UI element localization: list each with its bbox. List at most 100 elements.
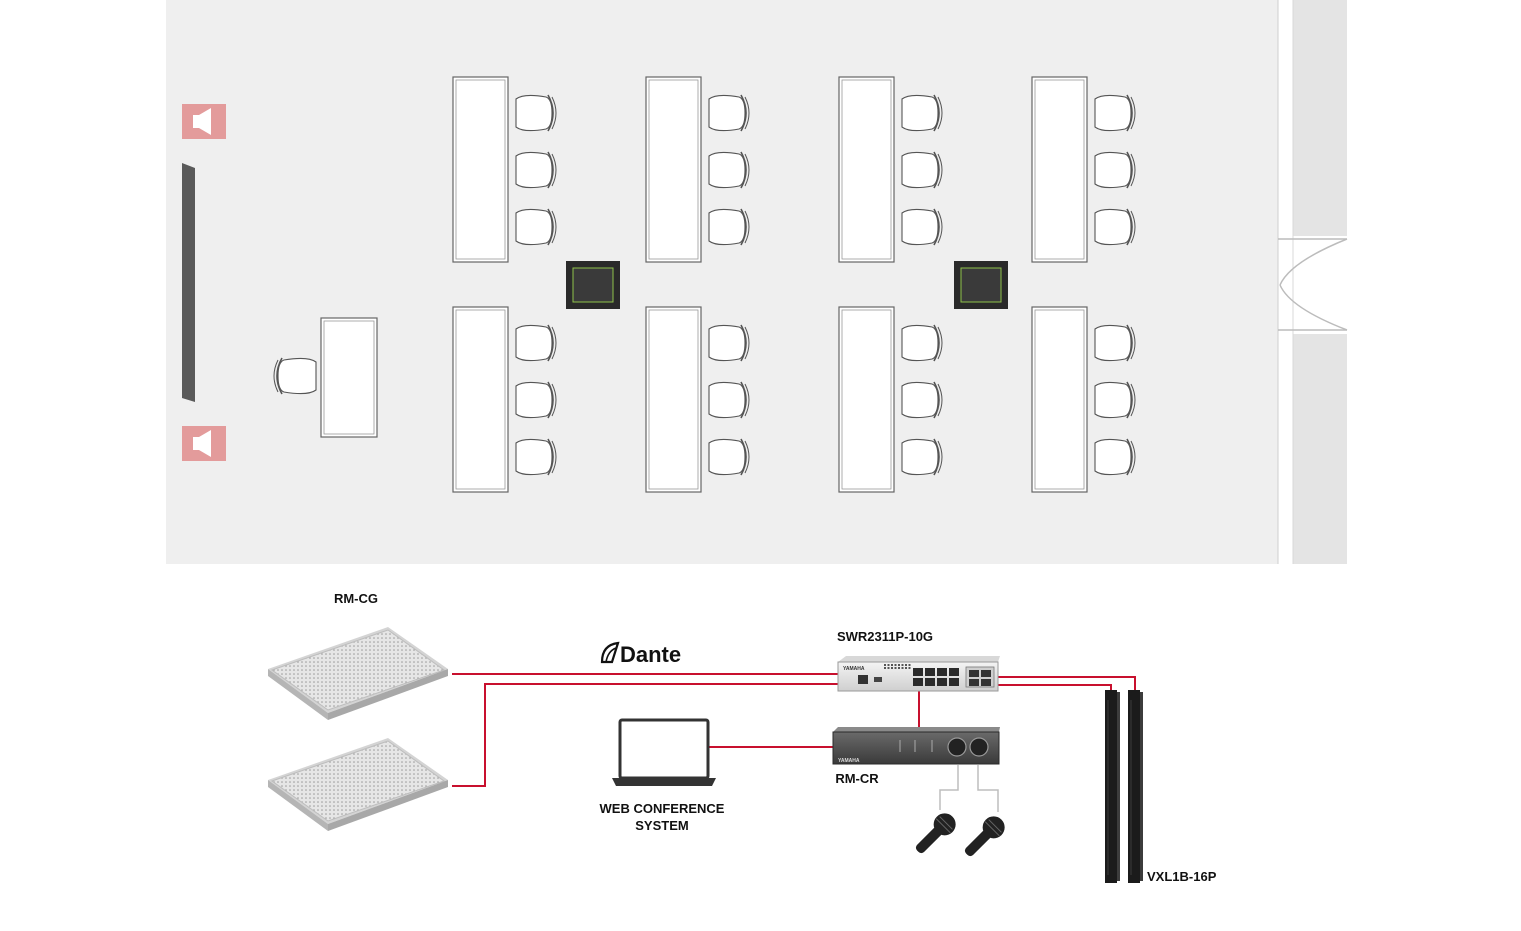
dante-logo-mark bbox=[600, 641, 620, 664]
table-group bbox=[645, 306, 750, 493]
table bbox=[838, 76, 895, 263]
speaker-marker-top bbox=[182, 104, 226, 139]
chair bbox=[515, 381, 557, 419]
mic-cables bbox=[939, 765, 999, 812]
cable-rmcg-2-to-switch bbox=[452, 683, 838, 787]
switch-port bbox=[913, 668, 923, 676]
table-group bbox=[1031, 76, 1136, 263]
chair bbox=[708, 208, 750, 246]
switch-port bbox=[925, 678, 935, 686]
label-web-conference-2: SYSTEM bbox=[635, 818, 688, 833]
table-group bbox=[452, 306, 557, 493]
chair bbox=[1094, 438, 1136, 476]
label-web-conference-1: WEB CONFERENCE bbox=[600, 801, 725, 816]
switch-brand-mark: YAMAHA bbox=[843, 666, 865, 672]
switch-port bbox=[913, 678, 923, 686]
switch-led bbox=[901, 664, 904, 666]
handheld-mic-icon-2 bbox=[964, 816, 1005, 857]
chair bbox=[901, 94, 943, 132]
table-group bbox=[838, 76, 943, 263]
chair bbox=[708, 151, 750, 189]
table bbox=[1031, 306, 1088, 493]
display-screen bbox=[182, 163, 195, 402]
switch-led bbox=[908, 664, 911, 666]
vxl1b-line-array-2 bbox=[1128, 690, 1143, 883]
chair bbox=[901, 324, 943, 362]
label-vxl1b-16p: VXL1B-16P bbox=[1147, 869, 1217, 884]
chair bbox=[515, 94, 557, 132]
presenter-desk bbox=[320, 317, 378, 438]
chair bbox=[708, 94, 750, 132]
cable-switch-to-array-2 bbox=[998, 684, 1112, 692]
switch-led bbox=[894, 664, 897, 666]
door-icon bbox=[1278, 238, 1348, 331]
chair bbox=[708, 324, 750, 362]
table-group bbox=[645, 76, 750, 263]
table bbox=[645, 76, 702, 263]
chair bbox=[515, 151, 557, 189]
label-rm-cg: RM-CG bbox=[334, 591, 378, 606]
switch-port bbox=[937, 678, 947, 686]
table-group bbox=[1031, 306, 1136, 493]
dante-logo-text: Dante bbox=[620, 642, 681, 667]
chair bbox=[1094, 94, 1136, 132]
chair bbox=[708, 438, 750, 476]
switch-led bbox=[887, 664, 890, 666]
switch-led bbox=[905, 667, 907, 669]
switch-led bbox=[901, 667, 904, 669]
room-floor bbox=[166, 0, 1278, 564]
switch-led bbox=[905, 664, 907, 666]
table bbox=[452, 76, 509, 263]
rm-cr-interface: YAMAHA bbox=[832, 727, 1000, 765]
switch-port bbox=[937, 668, 947, 676]
handheld-mic-icon-1 bbox=[915, 813, 956, 854]
label-swr2311p: SWR2311P-10G bbox=[837, 629, 933, 644]
switch-led bbox=[908, 667, 911, 669]
switch-led bbox=[891, 667, 893, 669]
table-groups bbox=[452, 76, 1136, 493]
table bbox=[452, 306, 509, 493]
switch-port bbox=[925, 668, 935, 676]
cable-switch-to-array-1 bbox=[998, 676, 1136, 692]
table bbox=[1031, 76, 1088, 263]
dante-logo: Dante bbox=[600, 641, 681, 667]
chair bbox=[1094, 208, 1136, 246]
chair bbox=[901, 381, 943, 419]
cabling bbox=[452, 673, 1136, 787]
switch-led bbox=[887, 667, 890, 669]
ceiling-mic-marker-2 bbox=[954, 261, 1008, 309]
chair bbox=[515, 208, 557, 246]
switch-led bbox=[891, 664, 893, 666]
chair bbox=[1094, 151, 1136, 189]
chair bbox=[515, 324, 557, 362]
table-group bbox=[838, 306, 943, 493]
room-floor-plan bbox=[166, 0, 1348, 564]
table bbox=[838, 306, 895, 493]
rmcr-brand-mark: YAMAHA bbox=[838, 758, 860, 764]
chair bbox=[901, 438, 943, 476]
switch-port bbox=[949, 668, 959, 676]
chair bbox=[515, 438, 557, 476]
room-wall-right bbox=[1277, 0, 1347, 564]
chair bbox=[901, 208, 943, 246]
switch-led bbox=[884, 667, 886, 669]
switch-led bbox=[884, 664, 886, 666]
chair bbox=[1094, 324, 1136, 362]
swr2311p-switch: YAMAHA bbox=[837, 656, 1000, 692]
vxl1b-line-array-1 bbox=[1105, 690, 1120, 883]
switch-led bbox=[894, 667, 897, 669]
ceiling-mic-marker-1 bbox=[566, 261, 620, 309]
table-group bbox=[452, 76, 557, 263]
rm-cg-ceiling-mic-1 bbox=[268, 627, 448, 720]
laptop-icon bbox=[612, 718, 716, 786]
table bbox=[645, 306, 702, 493]
speaker-marker-bottom bbox=[182, 426, 226, 461]
switch-port bbox=[949, 678, 959, 686]
chair bbox=[708, 381, 750, 419]
chair bbox=[901, 151, 943, 189]
switch-led bbox=[898, 664, 900, 666]
rm-cg-ceiling-mic-2 bbox=[268, 738, 448, 831]
presenter-chair bbox=[273, 357, 317, 395]
chair bbox=[1094, 381, 1136, 419]
